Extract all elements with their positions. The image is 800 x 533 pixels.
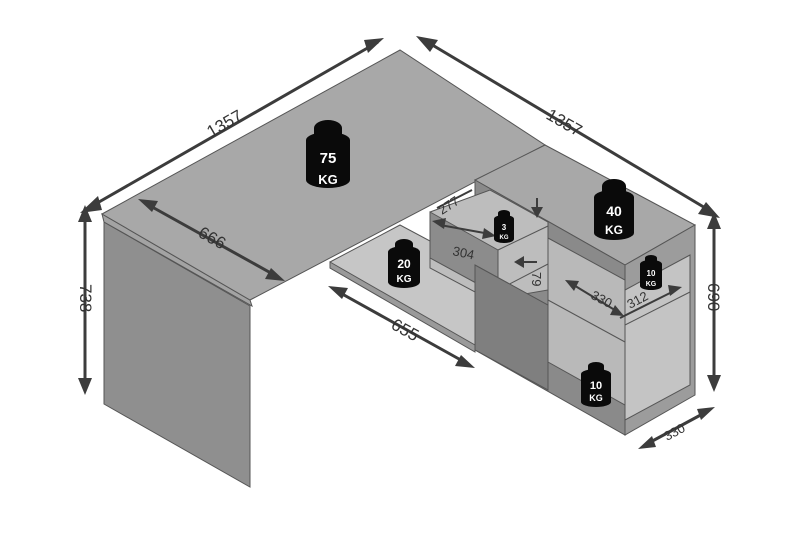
weight-icon: 20 KG <box>388 239 420 288</box>
arrowhead <box>482 228 496 239</box>
arrowhead <box>432 218 446 229</box>
weight-value-tabletop: 75 <box>320 150 337 167</box>
label-desk-height: 738 <box>76 284 95 312</box>
weight-unit-inner-shelf: KG <box>397 274 412 285</box>
arrow-drawer-width <box>439 224 491 235</box>
weight-value-drawer: 3 <box>502 223 507 232</box>
arrowhead <box>78 205 92 222</box>
weight-unit-drawer: KG <box>500 235 509 241</box>
side-open-shelf <box>624 254 691 421</box>
label-inner-width: 655 <box>388 315 422 345</box>
weight-unit-cabinet-top: KG <box>605 223 623 237</box>
arrowhead <box>265 268 285 281</box>
arrowhead <box>707 375 721 392</box>
arrowhead <box>531 207 543 218</box>
arrow-desk-right-length <box>423 38 713 214</box>
weight-unit-side-shelf-lower: KG <box>589 393 603 403</box>
arrow-shelf-width <box>619 289 677 319</box>
arrow-desk-depth <box>144 201 279 279</box>
weight-icon: 40 KG <box>594 179 634 240</box>
weight-value-side-shelf-upper: 10 <box>647 269 656 278</box>
arrowhead <box>364 38 384 53</box>
weight-value-inner-shelf: 20 <box>397 257 411 271</box>
label-drawer-width: 304 <box>451 243 475 262</box>
load-ratings: 75 KG 40 KG 3 KG 20 KG 10 <box>306 120 662 407</box>
label-cabinet-height: 690 <box>704 283 723 311</box>
arrow-inner-width <box>334 288 469 366</box>
side-shelf-divider <box>547 299 626 343</box>
center-partition <box>474 264 549 391</box>
weight-icon: 75 KG <box>306 120 350 188</box>
weight-icon: 10 KG <box>640 255 662 290</box>
label-desk-right-length: 1357 <box>543 105 585 140</box>
inner-floor <box>329 261 476 353</box>
weight-icon: 10 KG <box>581 362 611 407</box>
arrowhead <box>610 305 624 316</box>
arrowhead <box>78 378 92 395</box>
arrowhead <box>707 212 721 229</box>
arrow-shelf-depth <box>571 283 619 313</box>
arrowhead <box>668 285 682 296</box>
arrowhead <box>328 286 348 299</box>
weight-icon: 3 KG <box>494 210 514 243</box>
arrow-drawer-depth <box>436 189 473 209</box>
left-leg-panel <box>103 221 251 488</box>
arrow-cabinet-depth <box>644 409 709 447</box>
arrowhead <box>138 199 158 212</box>
arrowhead <box>455 355 475 368</box>
arrowhead <box>638 436 656 449</box>
arrowhead <box>565 280 579 291</box>
dimension-arrows <box>78 36 721 449</box>
dimension-labels: 1357 1357 666 738 690 655 330 277 304 79… <box>76 105 723 444</box>
arrow-desk-left-length <box>91 40 379 208</box>
weight-unit-side-shelf-upper: KG <box>646 281 657 288</box>
weight-value-side-shelf-lower: 10 <box>590 380 602 392</box>
weight-value-cabinet-top: 40 <box>606 203 622 219</box>
arrowhead <box>514 256 524 268</box>
arrowhead <box>416 36 438 52</box>
side-open-shelf-board <box>624 291 691 326</box>
arrowhead <box>697 407 715 420</box>
label-desk-left-length: 1357 <box>204 106 246 141</box>
label-drawer-height: 79 <box>529 272 544 286</box>
drawer-rail <box>497 225 549 251</box>
weight-unit-tabletop: KG <box>318 172 338 187</box>
